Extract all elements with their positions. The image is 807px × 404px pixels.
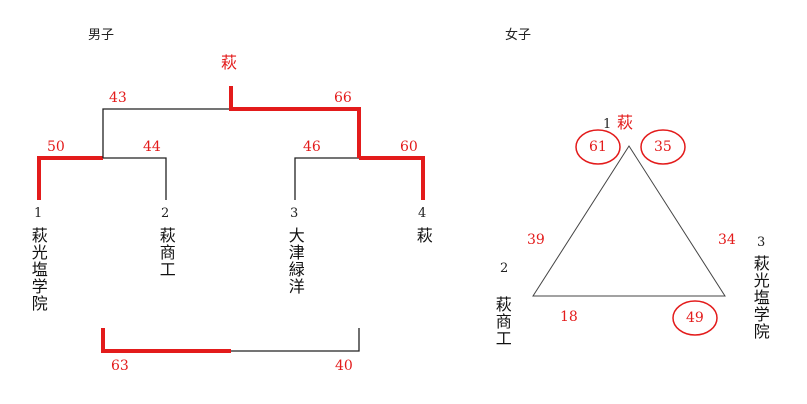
r1-left-score-2: 44 (143, 139, 161, 155)
third-right-score: 40 (335, 358, 353, 374)
girls-seed-1: 1 (603, 117, 612, 132)
girls-team-name-2: 萩商工 (492, 296, 512, 347)
girls-seed-3: 3 (757, 235, 766, 250)
girls-seed-2: 2 (500, 261, 509, 276)
third-black (231, 328, 360, 352)
score-39: 39 (527, 232, 545, 248)
win-circle-61 (575, 129, 621, 165)
score-34: 34 (718, 232, 736, 248)
score-18: 18 (560, 309, 578, 325)
team-seed-3: 3 (290, 206, 299, 221)
girls-team-name-1: 萩 (617, 113, 634, 132)
r1-right-black (294, 157, 359, 200)
score-61: 61 (589, 139, 607, 155)
final-black (102, 108, 231, 158)
third-red (101, 328, 231, 353)
team-name-4: 萩 (413, 227, 433, 244)
girls-team-name-3: 萩光塩学院 (750, 255, 770, 340)
team-seed-1: 1 (34, 206, 43, 221)
third-left-score: 63 (111, 358, 129, 374)
final-right-score: 66 (334, 90, 352, 106)
r1-right-score-2: 60 (400, 139, 418, 155)
r1-left-red (37, 156, 103, 200)
round-robin-triangle (532, 145, 726, 297)
final-left-score: 43 (109, 90, 127, 106)
boys-champion: 萩 (221, 53, 238, 72)
boys-title: 男子 (88, 28, 115, 43)
score-35: 35 (654, 139, 672, 155)
win-circle-49 (672, 300, 718, 336)
final-red (229, 86, 361, 158)
r1-left-score-1: 50 (47, 139, 65, 155)
team-name-3: 大津緑洋 (285, 227, 305, 295)
score-49: 49 (686, 310, 704, 326)
r1-left-black (103, 157, 167, 200)
r1-right-score-1: 46 (303, 139, 321, 155)
team-seed-2: 2 (161, 206, 170, 221)
team-name-1: 萩光塩学院 (28, 227, 48, 312)
win-circle-35 (640, 129, 686, 165)
team-name-2: 萩商工 (156, 227, 176, 278)
r1-right-red (359, 156, 425, 200)
team-seed-4: 4 (418, 206, 427, 221)
girls-title: 女子 (505, 28, 532, 43)
